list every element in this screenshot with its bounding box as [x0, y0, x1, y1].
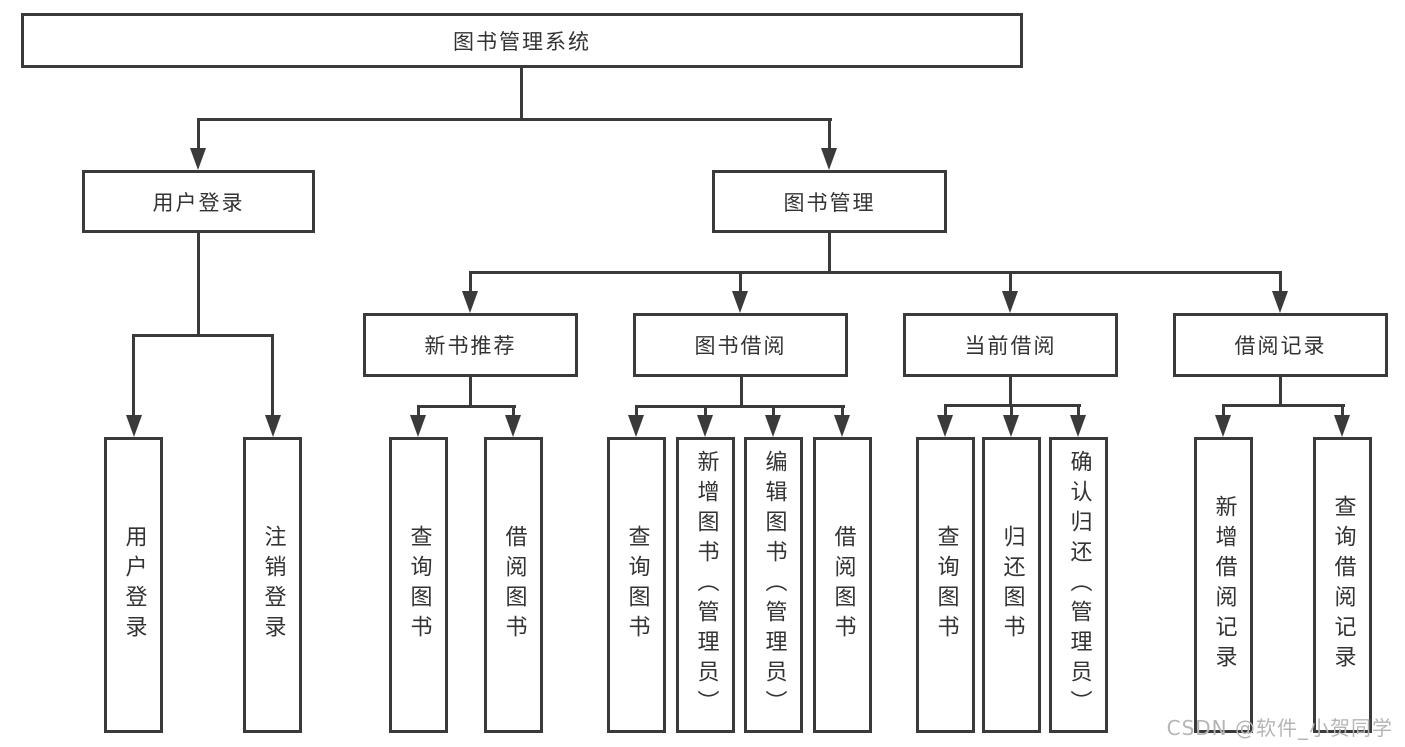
leaf-borrow-query-books-label: 查询图书	[624, 525, 650, 645]
tree-edge-line	[132, 334, 135, 417]
tree-edge-line	[469, 377, 472, 408]
tree-edge-line	[417, 405, 516, 408]
leaf-record-query-borrow-record: 查询借阅记录	[1313, 437, 1372, 733]
tree-edge-line	[828, 118, 831, 150]
leaf-record-add-borrow-record: 新增借阅记录	[1194, 437, 1253, 733]
tree-edge-line	[1279, 271, 1282, 293]
tree-edge-line	[841, 405, 844, 417]
tree-edge-arrowhead	[410, 415, 426, 437]
leaf-borrow-borrow-books: 借阅图书	[813, 437, 872, 733]
leaf-user-login: 用户登录	[104, 437, 163, 733]
tree-edge-line	[1222, 404, 1345, 407]
tree-edge-arrowhead	[1002, 291, 1018, 313]
node-borrow-record: 借阅记录	[1173, 313, 1388, 377]
tree-edge-line	[271, 334, 274, 417]
tree-edge-arrowhead	[126, 415, 142, 437]
tree-edge-arrowhead	[505, 415, 521, 437]
tree-edge-arrowhead	[462, 291, 478, 313]
tree-edge-arrowhead	[697, 415, 713, 437]
tree-edge-line	[1279, 377, 1282, 406]
leaf-current-query-books: 查询图书	[916, 437, 975, 733]
tree-edge-line	[1010, 404, 1013, 417]
leaf-borrow-add-books-admin-label: 新增图书（管理员）	[693, 450, 719, 720]
tree-edge-line	[197, 233, 200, 337]
node-root: 图书管理系统	[21, 13, 1023, 68]
leaf-rec-query-books: 查询图书	[389, 437, 448, 733]
tree-edge-arrowhead	[190, 148, 206, 170]
tree-edge-line	[1222, 404, 1225, 417]
tree-edge-arrowhead	[937, 415, 953, 437]
tree-edge-line	[132, 334, 274, 337]
leaf-borrow-query-books: 查询图书	[607, 437, 666, 733]
node-user-login: 用户登录	[82, 170, 315, 233]
tree-edge-line	[417, 405, 420, 417]
tree-edge-line	[739, 271, 742, 293]
leaf-record-add-borrow-record-label: 新增借阅记录	[1211, 495, 1237, 675]
leaf-rec-borrow-books-label: 借阅图书	[501, 525, 527, 645]
node-book-borrow-label: 图书借阅	[694, 334, 787, 358]
tree-edge-line	[772, 405, 775, 417]
tree-edge-line	[1009, 271, 1012, 293]
tree-edge-line	[828, 233, 831, 274]
leaf-current-query-books-label: 查询图书	[933, 525, 959, 645]
node-current-borrow: 当前借阅	[903, 313, 1118, 377]
node-book-management: 图书管理	[712, 170, 947, 233]
node-borrow-record-label: 借阅记录	[1234, 334, 1327, 358]
leaf-rec-query-books-label: 查询图书	[406, 525, 432, 645]
leaf-borrow-edit-books-admin-label: 编辑图书（管理员）	[761, 450, 787, 720]
tree-edge-line	[1341, 404, 1344, 417]
tree-edge-arrowhead	[1334, 415, 1350, 437]
tree-edge-line	[512, 405, 515, 417]
tree-edge-line	[469, 271, 1282, 274]
leaf-logout: 注销登录	[243, 437, 302, 733]
tree-edge-line	[1077, 404, 1080, 417]
leaf-user-login-label: 用户登录	[121, 525, 147, 645]
tree-edge-arrowhead	[834, 415, 850, 437]
leaf-current-return-books: 归还图书	[982, 437, 1041, 733]
tree-edge-line	[944, 404, 947, 417]
tree-edge-line	[740, 377, 743, 408]
tree-edge-arrowhead	[1003, 415, 1019, 437]
leaf-record-query-borrow-record-label: 查询借阅记录	[1330, 495, 1356, 675]
leaf-current-confirm-return-admin: 确认归还（管理员）	[1049, 437, 1108, 733]
tree-edge-arrowhead	[821, 148, 837, 170]
node-new-book-recommend: 新书推荐	[363, 313, 578, 377]
node-user-login-label: 用户登录	[152, 190, 245, 215]
leaf-current-return-books-label: 归还图书	[999, 525, 1025, 645]
tree-edge-arrowhead	[265, 415, 281, 437]
node-book-management-label: 图书管理	[783, 190, 876, 215]
tree-edge-line	[1009, 377, 1012, 406]
csdn-watermark: CSDN @软件_小贺同学	[1166, 716, 1393, 740]
tree-edge-arrowhead	[765, 415, 781, 437]
leaf-logout-label: 注销登录	[260, 525, 286, 645]
tree-edge-line	[469, 271, 472, 293]
node-new-book-recommend-label: 新书推荐	[424, 334, 517, 358]
tree-edge-line	[197, 118, 200, 150]
leaf-borrow-edit-books-admin: 编辑图书（管理员）	[744, 437, 803, 733]
tree-edge-arrowhead	[732, 291, 748, 313]
tree-edge-line	[520, 68, 523, 121]
tree-edge-line	[704, 405, 707, 417]
tree-edge-arrowhead	[1215, 415, 1231, 437]
tree-edge-arrowhead	[1070, 415, 1086, 437]
leaf-borrow-add-books-admin: 新增图书（管理员）	[676, 437, 735, 733]
leaf-current-confirm-return-admin-label: 确认归还（管理员）	[1066, 450, 1092, 720]
leaf-rec-borrow-books: 借阅图书	[484, 437, 543, 733]
leaf-borrow-borrow-books-label: 借阅图书	[830, 525, 856, 645]
node-root-label: 图书管理系统	[453, 29, 591, 54]
tree-edge-line	[635, 405, 638, 417]
node-current-borrow-label: 当前借阅	[964, 334, 1057, 358]
node-book-borrow: 图书借阅	[633, 313, 848, 377]
tree-edge-line	[635, 405, 845, 408]
tree-edge-arrowhead	[628, 415, 644, 437]
tree-edge-line	[197, 118, 832, 121]
tree-edge-arrowhead	[1272, 291, 1288, 313]
